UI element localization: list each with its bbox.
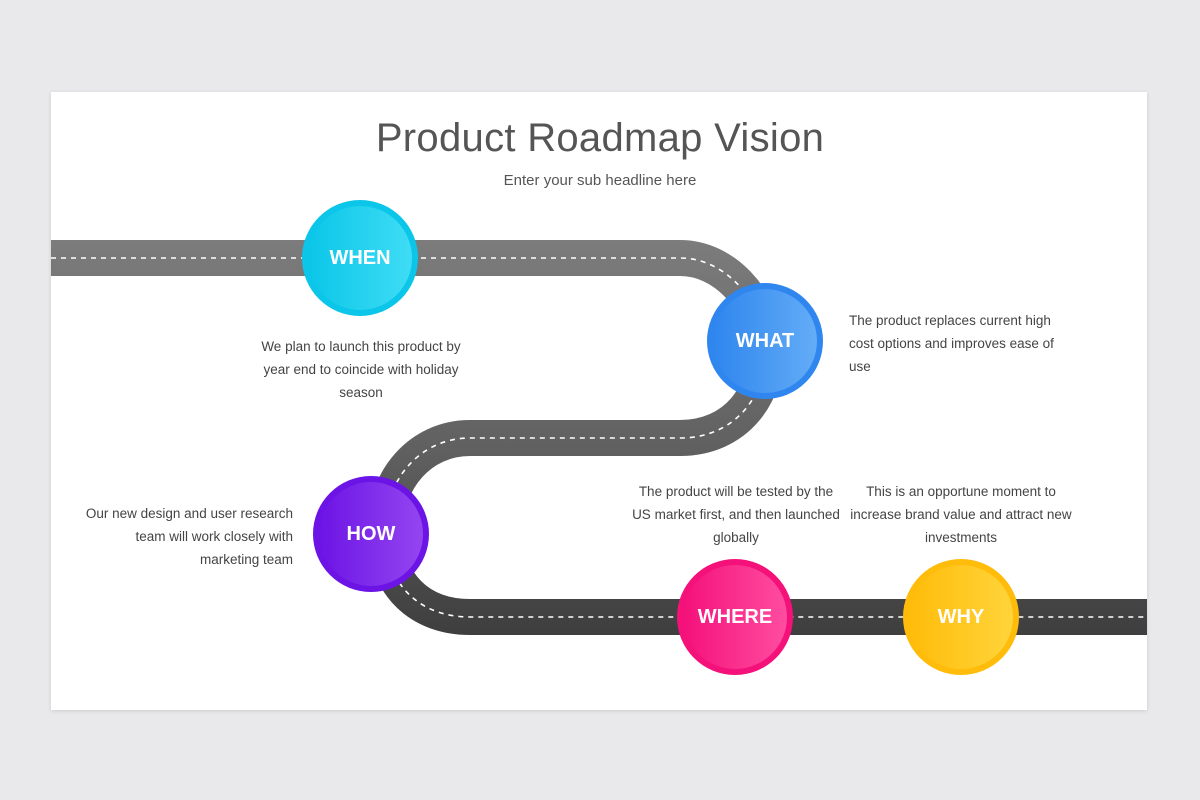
milestone-why-circle: WHY [903, 559, 1019, 675]
milestone-where-description: The product will be tested by the US mar… [632, 484, 840, 545]
milestone-where-circle: WHERE [677, 559, 793, 675]
milestone-when-description: We plan to launch this product by year e… [261, 339, 461, 400]
milestone-when-label: WHEN [329, 246, 391, 269]
road-center-line [51, 257, 1147, 618]
milestone-why-label: WHY [937, 605, 985, 628]
milestone-how-circle: HOW [313, 476, 429, 592]
milestone-how-label: HOW [346, 522, 396, 545]
page-title: Product Roadmap Vision [375, 116, 825, 160]
milestone-what-description: The product replaces current high cost o… [849, 313, 1054, 374]
milestone-what-circle: WHAT [707, 283, 823, 399]
milestone-what-label: WHAT [735, 329, 795, 352]
milestone-why-description: This is an opportune moment to increase … [850, 484, 1072, 545]
milestone-how-description: Our new design and user research team wi… [85, 506, 293, 567]
milestone-when-circle: WHEN [302, 200, 418, 316]
page-subtitle: Enter your sub headline here [503, 172, 697, 189]
milestone-where-label: WHERE [697, 605, 773, 628]
